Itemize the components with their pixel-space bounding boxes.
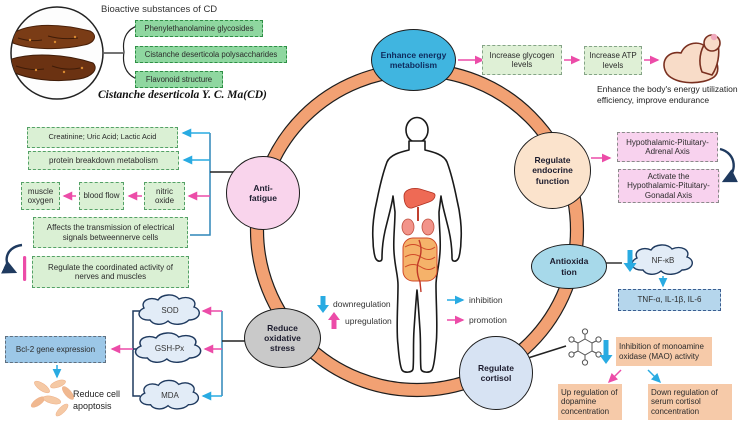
bcl2-box: Bcl-2 gene expression: [5, 336, 106, 363]
increase-atp-box: Increase ATP levels: [584, 46, 642, 75]
upregulation-arrow-icon: [328, 312, 340, 329]
gsh-px-label: GSH-Px: [154, 344, 185, 353]
sod-label: SOD: [161, 306, 179, 315]
coordination-box: Regulate the coordinated activity of ner…: [32, 256, 189, 288]
serum-cortisol-box: Down regulation of serum cortisol concen…: [648, 384, 732, 420]
muscle-arm-icon: [663, 33, 721, 84]
node-regulate-cortisol: Regulate cortisol: [459, 336, 533, 410]
dopamine-box: Up regulation of dopamine concentration: [558, 384, 622, 420]
organs-icon: [401, 188, 438, 293]
metabolites-box: Creatinine; Uric Acid; Lactic Acid: [27, 127, 178, 148]
apoptosis-caption: Reduce cell apoptosis: [73, 389, 121, 411]
legend-upregulation: upregulation: [345, 316, 392, 326]
nfkb-down-arrow-icon: [623, 250, 637, 272]
protein-breakdown-box: protein breakdown metabolism: [28, 151, 179, 170]
increase-glycogen-box: Increase glycogen levels: [482, 45, 562, 75]
substance-box-flavonoid: Flavonoid structure: [135, 71, 223, 88]
nfkb-label: NF-κB: [651, 256, 675, 265]
human-body-icon: [371, 116, 463, 373]
blood-flow-box: blood flow: [79, 182, 124, 210]
downregulation-arrow-icon: [317, 296, 329, 313]
node-regulate-endocrine-function: Regulate endocrine function: [514, 132, 591, 209]
energy-caption: Enhance the body's energy utilization ef…: [597, 84, 738, 106]
node-antioxidation: Antioxida tion: [531, 244, 607, 289]
cytokines-box: TNF-α, IL-1β, IL-6: [618, 289, 721, 311]
bioactive-title: Bioactive substances of CD: [101, 4, 218, 15]
mda-label: MDA: [161, 391, 179, 400]
muscle-oxygen-box: muscle oxygen: [21, 182, 60, 210]
electrical-signals-box: Affects the transmission of electrical s…: [33, 217, 188, 248]
mao-inhibition-box: Inhibition of monoamine oxidase (MAO) ac…: [616, 337, 712, 366]
species-title: Cistanche deserticola Y. C. Ma(CD): [98, 89, 267, 101]
substance-box-polysaccharides: Cistanche deserticola polysaccharides: [135, 46, 287, 63]
mao-down-arrow-icon: [599, 340, 613, 364]
cistanche-photo: [10, 6, 104, 100]
node-anti-fatigue: Anti-fatigue: [226, 156, 300, 230]
legend-inhibition: inhibition: [469, 295, 503, 305]
legend-promotion: promotion: [469, 315, 507, 325]
hpg-axis-box: Activate the Hypothalamic-Pituitary-Gona…: [618, 169, 719, 203]
legend-downregulation: downregulation: [333, 299, 391, 309]
pink-bar-left: [23, 256, 27, 281]
feedback-curve-right-icon: [719, 147, 738, 183]
hpa-axis-box: Hypothalamic-Pituitary-Adrenal Axis: [617, 132, 718, 162]
apoptosis-cells-icon: [30, 379, 74, 417]
node-reduce-oxidative-stress: Reduce oxidative stress: [244, 308, 321, 368]
substances-brace: [104, 25, 138, 80]
mao-molecule-icon: [568, 328, 602, 366]
nitric-oxide-box: nitric oxide: [144, 182, 185, 210]
substance-box-phenylethanolamine: Phenylethanolamine glycosides: [135, 20, 263, 37]
node-enhance-energy-metabolism: Enhance energy metabolism: [371, 29, 456, 91]
feedback-curve-left-icon: [1, 243, 23, 274]
